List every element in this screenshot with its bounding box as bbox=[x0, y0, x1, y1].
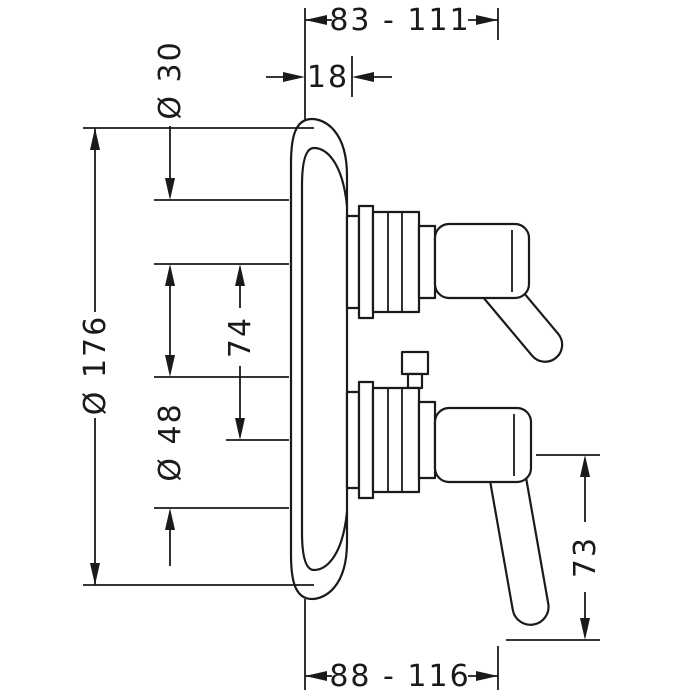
dim-dia-48-label: Ø 48 bbox=[153, 402, 188, 481]
dim-18-label: 18 bbox=[307, 60, 349, 95]
arrow-down-icon bbox=[235, 418, 245, 440]
dim-dia-176-label: Ø 176 bbox=[78, 315, 113, 415]
lower-handle-hub bbox=[433, 406, 533, 484]
dim-83-111-label: 83 - 111 bbox=[329, 3, 470, 38]
upper-cartridge-stem bbox=[345, 204, 437, 320]
plate-inner-contour bbox=[300, 146, 349, 572]
arrow-right-icon bbox=[476, 671, 498, 681]
arrow-up-icon bbox=[235, 264, 245, 286]
arrow-up-icon bbox=[165, 508, 175, 530]
dim-dia-30-label: Ø 30 bbox=[153, 40, 188, 119]
dimension-lever-length: 73 bbox=[506, 454, 603, 641]
arrow-down-icon bbox=[165, 355, 175, 377]
dim-88-116-label: 88 - 116 bbox=[329, 659, 470, 694]
dimension-plate-depth: 18 bbox=[266, 56, 392, 97]
plate-outer-contour bbox=[289, 117, 349, 601]
arrow-left-icon bbox=[352, 72, 374, 82]
escutcheon-plate bbox=[289, 117, 349, 601]
dimension-handle-distance: 74 bbox=[223, 264, 289, 441]
arrow-left-icon bbox=[305, 671, 327, 681]
upper-handle-hub bbox=[433, 222, 531, 300]
dimension-plate-diameter: Ø 176 bbox=[78, 127, 314, 586]
lower-cartridge-stem bbox=[345, 380, 437, 500]
lower-thermostat-handle bbox=[345, 350, 550, 626]
arrow-down-icon bbox=[165, 178, 175, 200]
arrow-right-icon bbox=[283, 72, 305, 82]
dim-73-label: 73 bbox=[568, 536, 603, 578]
dimension-lower-stem-diameter: Ø 48 bbox=[153, 355, 289, 566]
arrow-down-icon bbox=[90, 563, 100, 585]
arrow-up-icon bbox=[580, 455, 590, 477]
safety-stop-button bbox=[400, 350, 430, 390]
arrow-up-icon bbox=[90, 128, 100, 150]
upper-volume-handle bbox=[345, 204, 564, 363]
dimension-top-depth-range: 83 - 111 bbox=[304, 3, 499, 121]
arrow-down-icon bbox=[580, 618, 590, 640]
arrow-right-icon bbox=[476, 15, 498, 25]
dimension-upper-stem-diameter: Ø 30 bbox=[153, 40, 289, 355]
dim-74-label: 74 bbox=[223, 316, 258, 358]
arrow-left-icon bbox=[305, 15, 327, 25]
dimension-bottom-depth-range: 88 - 116 bbox=[304, 599, 499, 694]
arrow-up-icon bbox=[165, 264, 175, 286]
